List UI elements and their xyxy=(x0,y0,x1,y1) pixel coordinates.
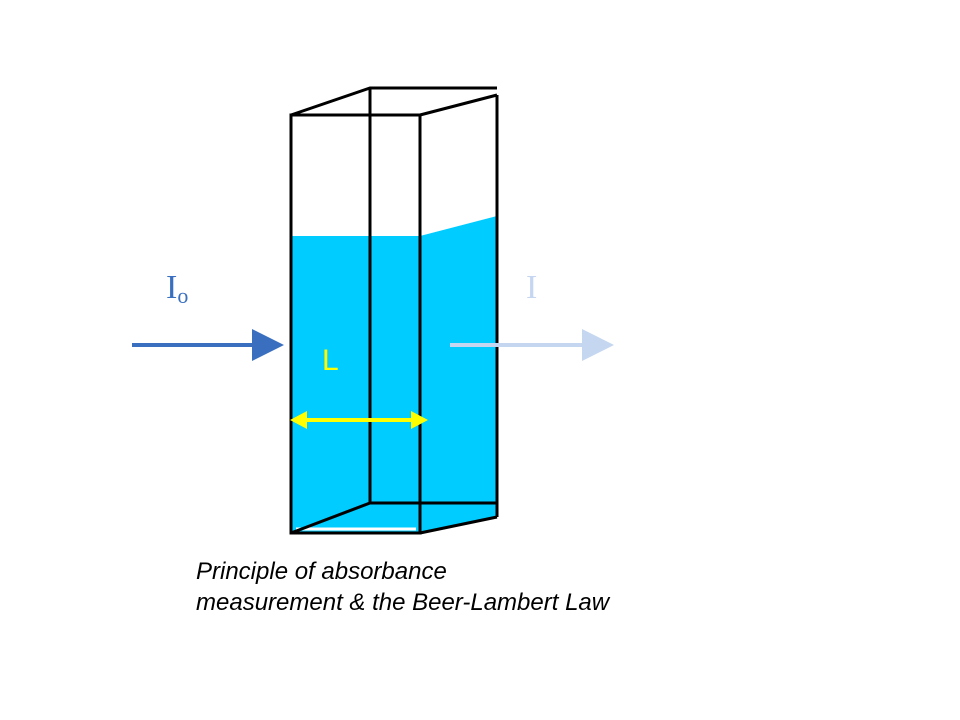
incident-intensity-symbol: I xyxy=(166,269,177,306)
cuvette-bottom-back-edge xyxy=(290,501,497,535)
cuvette-bottom-right-edge xyxy=(419,515,498,535)
transmitted-intensity-label: I xyxy=(526,269,537,306)
cuvette-outline xyxy=(289,86,499,535)
cuvette-front-face xyxy=(289,113,422,535)
path-length-arrow xyxy=(290,411,428,429)
incident-intensity-subscript: o xyxy=(177,283,188,308)
path-length-label: L xyxy=(322,344,339,377)
caption-line-2: measurement & the Beer-Lambert Law xyxy=(196,589,610,616)
cuvette-top-right-edge xyxy=(419,93,498,117)
incident-intensity-label: Io xyxy=(166,269,188,308)
cuvette-liquid xyxy=(291,216,497,533)
diagram-caption: Principle of absorbance measurement & th… xyxy=(196,556,756,618)
caption-line-1: Principle of absorbance xyxy=(196,558,447,585)
liquid-side-face xyxy=(420,216,497,533)
liquid-front-face xyxy=(291,236,420,533)
path-length-arrowhead-left xyxy=(290,411,307,429)
path-length-arrowhead-right xyxy=(411,411,428,429)
